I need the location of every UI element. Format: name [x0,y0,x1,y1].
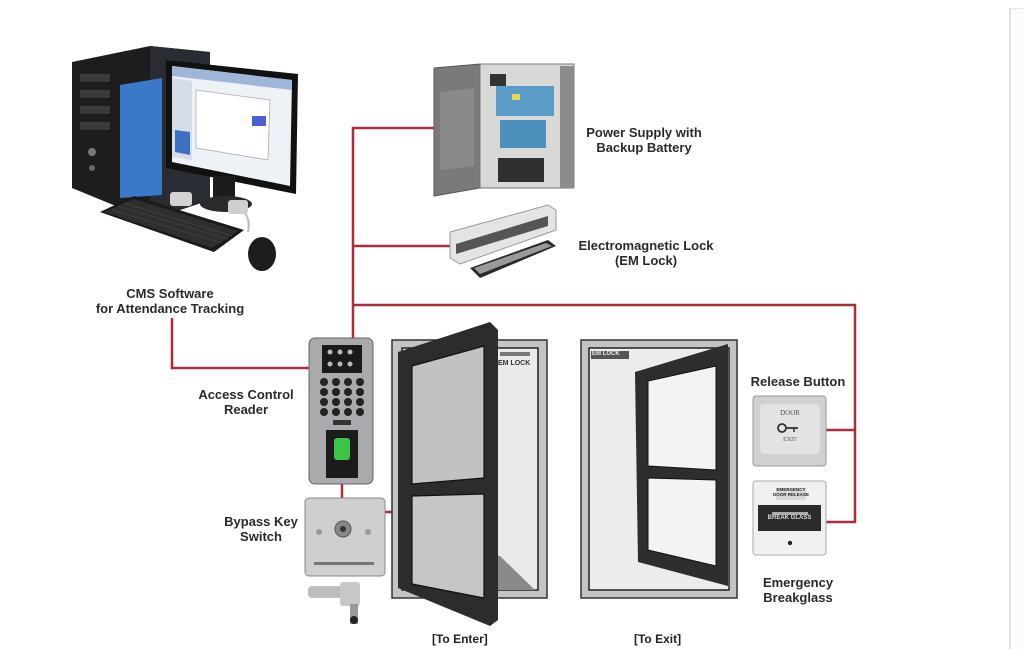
power-supply-icon [433,63,575,197]
breakglass-header-line2: DOOR RELEASE [772,492,809,497]
breakglass-glass-text: BREAK GLASS [767,515,812,521]
keypad-key [332,398,340,406]
door-enter-caption: [To Enter] [432,632,488,646]
label-em-line2: (EM Lock) [614,253,678,268]
label-reader-line2: Reader [223,402,269,417]
bypass-key-switch-icon [304,497,386,624]
keypad-key [332,388,340,396]
label-bypass-key: Bypass Key Switch [214,514,308,544]
keypad-key [344,398,352,406]
release-button-icon [752,395,827,467]
breakglass-icon [752,480,827,556]
door-exit-icon [580,339,738,599]
keypad-key [320,408,328,416]
keypad-key [320,398,328,406]
label-breakglass-line1: Emergency [762,575,834,590]
keypad-key [356,378,364,386]
label-bypass-line2: Switch [240,529,282,544]
keypad-key [344,408,352,416]
label-bypass-line1: Bypass Key [224,514,298,529]
release-face-bottom: EXIT [783,437,797,443]
door-exit-em-tag: EM LOCK [592,351,620,357]
access-reader-icon [308,337,374,485]
label-cms-line2: for Attendance Tracking [95,301,245,316]
scroll-panel-edge [1009,8,1024,649]
label-reader-line1: Access Control [198,387,294,402]
keypad-key [356,408,364,416]
computer-icon [72,46,298,271]
keypad-key [320,378,328,386]
keypad-key [332,378,340,386]
breakglass-header-line1: EMERGENCY [776,487,806,492]
keypad-key [344,378,352,386]
label-cms-line1: CMS Software [126,286,214,301]
label-power-line2: Backup Battery [596,140,692,155]
label-access-reader: Access Control Reader [190,387,302,417]
label-em-line1: Electromagnetic Lock [578,238,714,253]
release-face-top: DOOR [780,409,800,417]
label-power-supply: Power Supply with Backup Battery [574,125,714,155]
label-cms-software: CMS Software for Attendance Tracking [78,286,262,316]
breakglass-header: EMERGENCY DOOR RELEASE [772,487,810,497]
label-breakglass-line2: Breakglass [763,590,833,605]
door-exit-caption: [To Exit] [634,632,682,646]
keypad-key [344,388,352,396]
keypad-key [356,398,364,406]
keypad-key [356,388,364,396]
wire-to-right [353,303,857,524]
wires [170,126,857,524]
label-release-button: Release Button [750,374,846,389]
label-em-lock: Electromagnetic Lock (EM Lock) [568,238,724,268]
label-breakglass: Emergency Breakglass [744,575,852,605]
wire-main-trunk [351,126,434,342]
keypad-key [320,388,328,396]
door-enter-icon [391,322,548,626]
em-lock-icon [449,204,557,278]
label-power-line1: Power Supply with [586,125,702,140]
door-enter-em-tag: EM LOCK [498,360,531,367]
wire-computer [170,318,310,370]
keypad-key [332,408,340,416]
